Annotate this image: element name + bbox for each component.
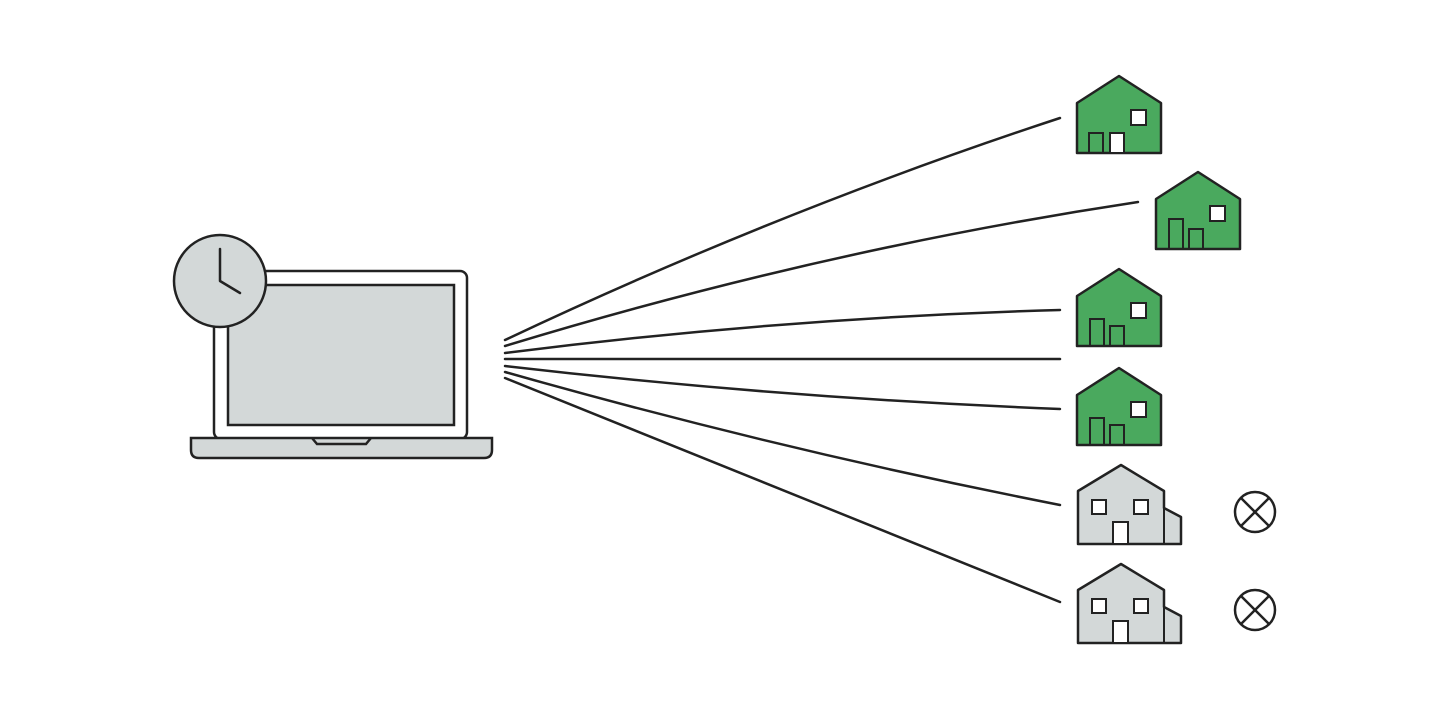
laptop-screen [226,283,456,427]
clock-icon [172,233,268,329]
laptop-icon [189,269,494,460]
connection-line [503,116,1062,342]
x-circle-icon [1233,490,1277,534]
connection-lines [503,116,1140,604]
house-icon [1075,267,1163,348]
connection-line [503,308,1062,355]
connection-line [503,200,1140,348]
house-icon [1076,562,1183,645]
house-icon [1075,74,1163,155]
house-icon [1075,366,1163,447]
house-icon [1154,170,1242,251]
x-circle-icon [1233,588,1277,632]
laptop-notch [311,437,372,446]
connection-line [503,364,1062,411]
house-icon [1076,463,1183,546]
laptop-base [189,436,494,460]
connection-line [503,376,1062,604]
connection-line [503,370,1062,507]
